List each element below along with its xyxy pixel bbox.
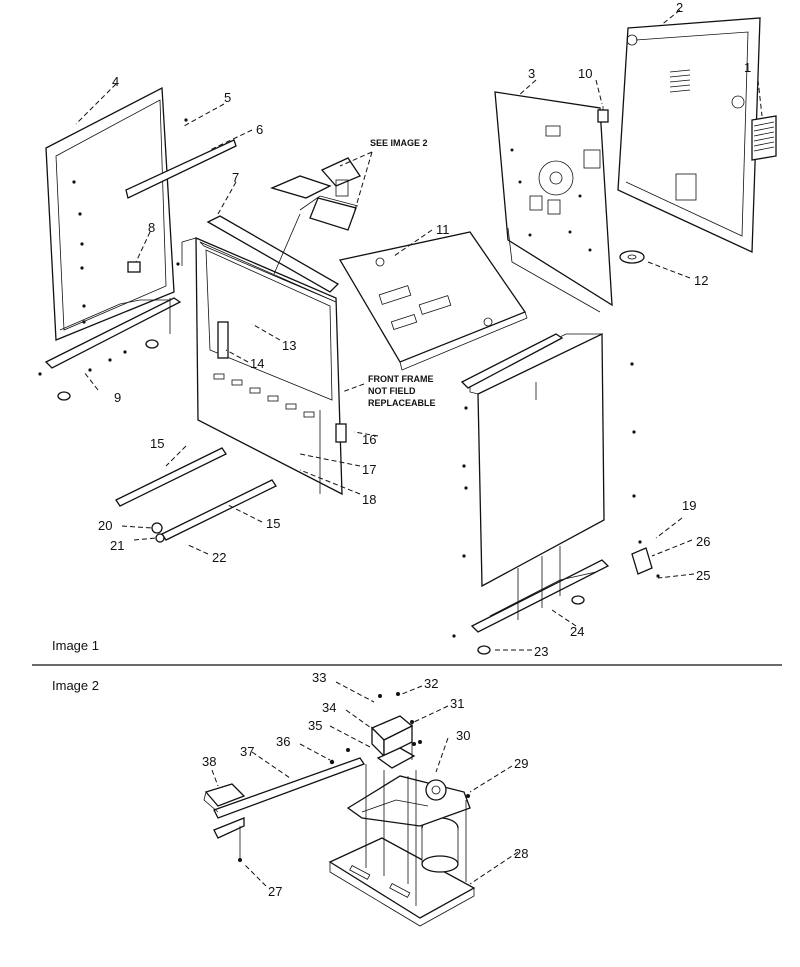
part-right-side-panel (460, 332, 605, 588)
note-front-frame: FRONT FRAME NOT FIELD REPLACEABLE (368, 374, 436, 408)
part-grommet (619, 250, 645, 264)
callout-33: 33 (312, 670, 326, 685)
callout-6: 6 (256, 122, 263, 137)
callout-29: 29 (514, 756, 528, 771)
part-back-panel (617, 17, 761, 254)
part-front-rail-upper (115, 447, 227, 507)
callout-34: 34 (322, 700, 336, 715)
callout-5: 5 (224, 90, 231, 105)
image-2-label: Image 2 (52, 678, 99, 693)
callout-9: 9 (114, 390, 121, 405)
callout-11: 11 (436, 222, 450, 237)
callout-leaders-image1 (75, 9, 763, 651)
svg-text:REPLACEABLE: REPLACEABLE (368, 398, 436, 408)
callout-28: 28 (514, 846, 528, 861)
part-switch-assembly (370, 715, 416, 769)
part-vent-grille (751, 115, 777, 161)
part-clip (127, 261, 141, 273)
callouts-image2: 27 28 29 30 31 32 33 34 35 36 37 38 (202, 670, 528, 899)
callout-37: 37 (240, 744, 254, 759)
callout-31: 31 (450, 696, 464, 711)
part-latch-plate (346, 775, 471, 827)
part-left-side-frame (45, 86, 188, 341)
callout-10: 10 (578, 66, 592, 81)
svg-text:FRONT FRAME: FRONT FRAME (368, 374, 434, 384)
part-latch-motor (421, 817, 459, 873)
callout-23: 23 (534, 644, 548, 659)
callout-38: 38 (202, 754, 216, 769)
callout-19: 19 (682, 498, 696, 513)
callout-27: 27 (268, 884, 282, 899)
callout-2: 2 (676, 0, 683, 15)
callout-24: 24 (570, 624, 584, 639)
part-top-front-strip (206, 215, 340, 293)
callout-35: 35 (308, 718, 322, 733)
callout-36: 36 (276, 734, 290, 749)
callout-25: 25 (696, 568, 710, 583)
callout-13: 13 (282, 338, 296, 353)
screws-image2 (238, 692, 470, 862)
part-bracket (631, 547, 653, 575)
callout-leaders-image2 (211, 681, 519, 887)
part-bottom-panel (338, 231, 528, 371)
part-front-rail-lower (161, 479, 277, 541)
centerlines-image2 (239, 724, 467, 906)
callouts-image1: 1 2 3 4 5 6 7 8 9 10 11 12 13 14 15 15 1… (98, 0, 751, 659)
part-latch-lever (203, 757, 365, 839)
part-base-rail-left (38, 297, 182, 401)
screws-right-panel (452, 362, 660, 638)
assembly-centerlines (169, 213, 561, 620)
callout-17: 17 (362, 462, 376, 477)
note-see-image-2: SEE IMAGE 2 (370, 138, 428, 148)
callout-14: 14 (250, 356, 264, 371)
callout-15-upper: 15 (150, 436, 164, 451)
part-switch (597, 106, 609, 123)
callout-1: 1 (744, 60, 751, 75)
callout-32: 32 (424, 676, 438, 691)
callout-4: 4 (112, 74, 119, 89)
part-latch-mechanism-upper (270, 157, 361, 231)
callout-26: 26 (696, 534, 710, 549)
callout-21: 21 (110, 538, 124, 553)
callout-30: 30 (456, 728, 470, 743)
callout-20: 20 (98, 518, 112, 533)
callout-22: 22 (212, 550, 226, 565)
callout-16: 16 (362, 432, 376, 447)
callout-12: 12 (694, 273, 708, 288)
part-front-frame (181, 237, 347, 496)
svg-text:NOT FIELD: NOT FIELD (368, 386, 416, 396)
part-rear-inner-panel (494, 91, 613, 313)
callout-7: 7 (232, 170, 239, 185)
image-1-label: Image 1 (52, 638, 99, 653)
callout-8: 8 (148, 220, 155, 235)
callout-3: 3 (528, 66, 535, 81)
part-left-rail (125, 139, 237, 199)
callout-18: 18 (362, 492, 376, 507)
callout-15-lower: 15 (266, 516, 280, 531)
